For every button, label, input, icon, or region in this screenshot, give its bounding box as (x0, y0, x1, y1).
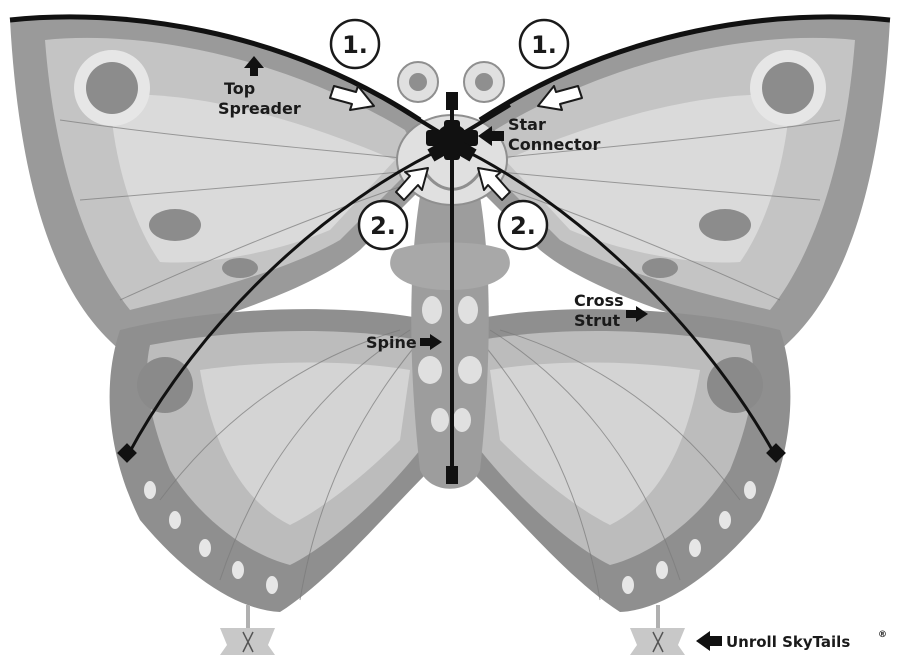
left-spot-1 (149, 209, 201, 241)
top-spreader-label-line2: Spreader (218, 99, 301, 118)
right-skytail (630, 605, 685, 655)
step2-left-badge: 2. (359, 201, 407, 249)
left-spot-2 (222, 258, 258, 278)
right-eyespot-core (762, 62, 814, 114)
step1-left-badge: 1. (331, 20, 379, 68)
cross-strut-label-line1: Cross (574, 291, 624, 310)
registered-mark: ® (878, 630, 887, 640)
step1-right-badge: 1. (520, 20, 568, 68)
step1-left-number: 1. (342, 31, 368, 59)
left-eyespot-core (86, 62, 138, 114)
star-connector-label-line1: Star (508, 115, 546, 134)
step2-right-badge: 2. (499, 201, 547, 249)
step2-right-number: 2. (510, 212, 536, 240)
skytails-arrow-icon (696, 631, 722, 651)
unroll-skytails-label: Unroll SkyTails (726, 633, 850, 651)
left-eye-pupil (409, 73, 427, 91)
step1-right-number: 1. (531, 31, 557, 59)
right-eye-pupil (475, 73, 493, 91)
left-skytail (220, 605, 275, 655)
step2-left-number: 2. (370, 212, 396, 240)
right-spot-2 (642, 258, 678, 278)
spine-top-cap (446, 92, 458, 110)
spine-bottom-cap (446, 466, 458, 484)
top-spreader-label-line1: Top (224, 79, 255, 98)
right-spot-1 (699, 209, 751, 241)
cross-strut-label-line2: Strut (574, 311, 620, 330)
star-connector-label-line2: Connector (508, 135, 600, 154)
spine-label: Spine (366, 333, 417, 352)
